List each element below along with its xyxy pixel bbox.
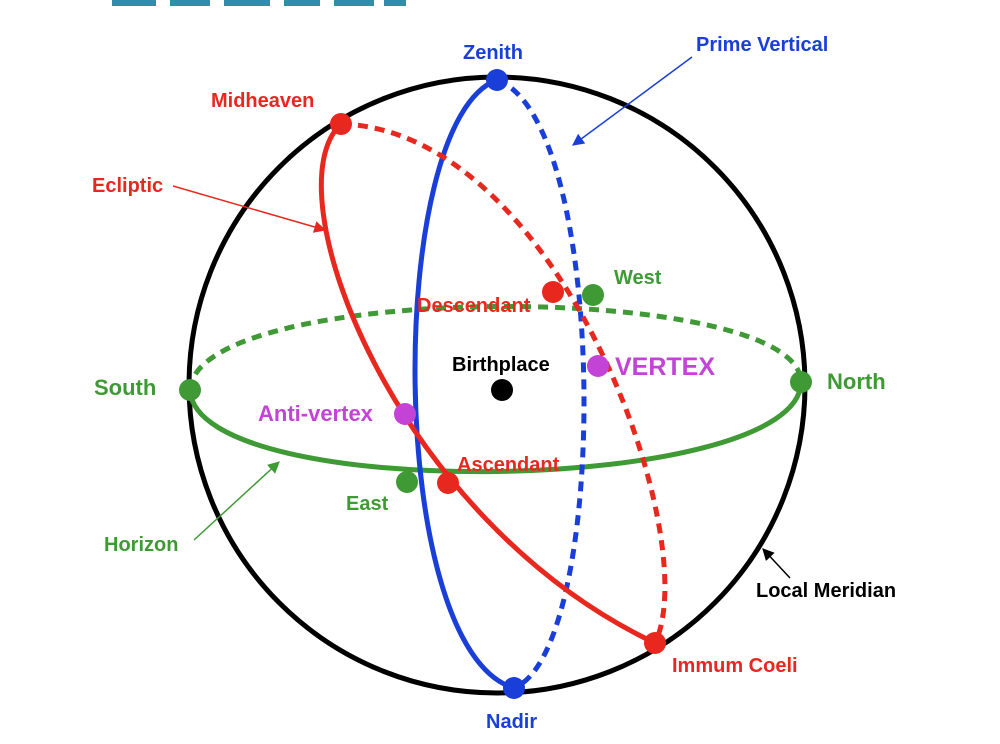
vertex-point bbox=[587, 355, 609, 377]
anti-vertex-label: Anti-vertex bbox=[258, 401, 374, 426]
banner-remnant bbox=[112, 0, 406, 6]
anti-vertex-point bbox=[394, 403, 416, 425]
vertex-label: VERTEX bbox=[615, 353, 715, 381]
horizon-pointer bbox=[193, 461, 280, 541]
prime-vertical-pointer bbox=[572, 56, 693, 146]
descendant-label: Descendant bbox=[417, 295, 531, 317]
prime-vertical-label: Prime Vertical bbox=[696, 34, 828, 56]
north-point bbox=[790, 371, 812, 393]
zenith-point bbox=[486, 69, 508, 91]
descendant-point bbox=[542, 281, 564, 303]
zenith-label: Zenith bbox=[463, 42, 523, 64]
south-label: South bbox=[94, 375, 156, 400]
ascendant-label: Ascendant bbox=[457, 454, 560, 476]
prime-vertical-great-circle bbox=[412, 77, 587, 691]
immum-coeli-label: Immum Coeli bbox=[672, 655, 798, 677]
west-label: West bbox=[614, 267, 662, 289]
midheaven-point bbox=[330, 113, 352, 135]
birthplace-point bbox=[491, 379, 513, 401]
ecliptic-label: Ecliptic bbox=[92, 175, 163, 197]
east-label: East bbox=[346, 493, 389, 515]
horizon-great-circle bbox=[187, 303, 804, 475]
local-meridian-label: Local Meridian bbox=[756, 580, 896, 602]
ecliptic-pointer bbox=[172, 185, 327, 233]
east-point bbox=[396, 471, 418, 493]
nadir-label: Nadir bbox=[486, 711, 537, 733]
ascendant-point bbox=[437, 472, 459, 494]
midheaven-label: Midheaven bbox=[211, 90, 314, 112]
local-meridian-pointer bbox=[762, 548, 791, 579]
west-point bbox=[582, 284, 604, 306]
horizon-label: Horizon bbox=[104, 534, 178, 556]
north-label: North bbox=[827, 369, 886, 394]
birthplace-label: Birthplace bbox=[452, 354, 550, 376]
ecliptic-great-circle bbox=[318, 121, 668, 646]
immum-coeli-point bbox=[644, 632, 666, 654]
nadir-point bbox=[503, 677, 525, 699]
south-point bbox=[179, 379, 201, 401]
